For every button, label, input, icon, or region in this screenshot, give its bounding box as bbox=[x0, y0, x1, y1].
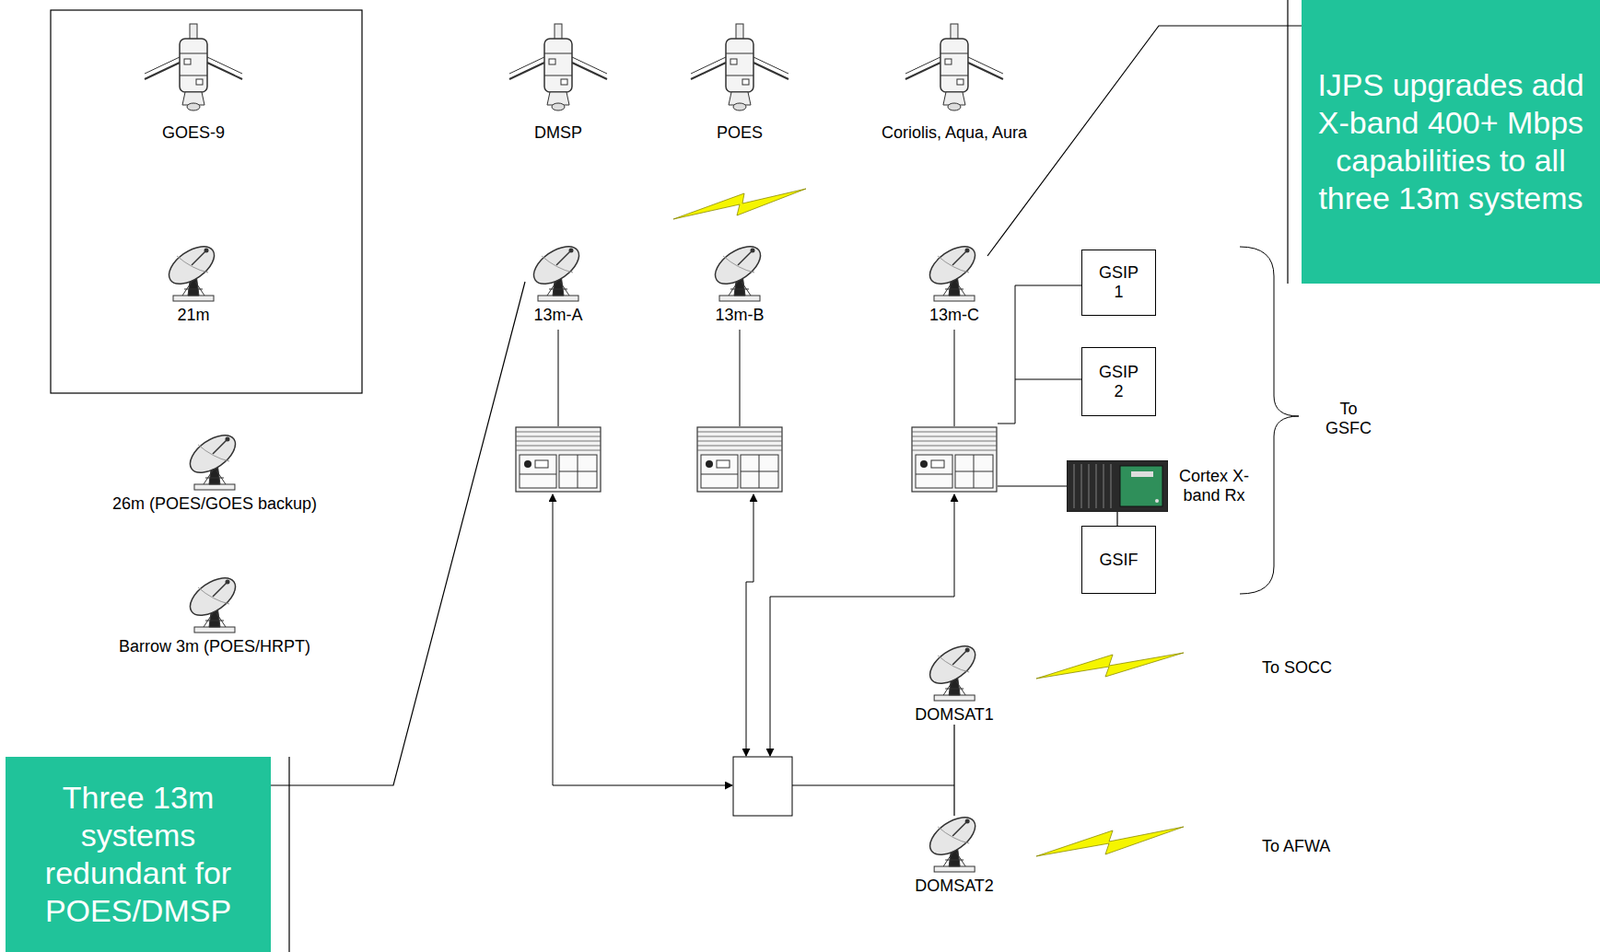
satellite-node: POES bbox=[689, 22, 791, 143]
antenna-icon bbox=[181, 576, 248, 634]
process-box: GSIP 1 bbox=[1081, 249, 1157, 316]
antenna-icon bbox=[160, 245, 227, 303]
node-label: 13m-A bbox=[533, 305, 583, 326]
node-label: POES bbox=[716, 123, 763, 143]
antenna-node: 13m-A bbox=[525, 245, 592, 326]
receiver-node: Cortex X-band Rx bbox=[1066, 460, 1255, 513]
antenna-node: 13m-C bbox=[921, 245, 988, 326]
node-label: GSIF bbox=[1096, 550, 1143, 571]
antenna-icon bbox=[181, 433, 248, 491]
rack-symbol bbox=[515, 427, 997, 492]
antenna-icon bbox=[706, 245, 773, 303]
node-label: GSIP 1 bbox=[1096, 263, 1143, 303]
connector-line bbox=[270, 281, 526, 786]
node-label: Barrow 3m (POES/HRPT) bbox=[118, 637, 311, 657]
satellite-icon bbox=[689, 22, 791, 115]
node-label: Coriolis, Aqua, Aura bbox=[881, 123, 1028, 143]
node-label: IJPS upgrades add X-band 400+ Mbps capab… bbox=[1312, 66, 1589, 218]
group-frame bbox=[50, 10, 363, 394]
wire bbox=[558, 285, 1082, 786]
callout-box: Three 13m systems redundant for POES/DMS… bbox=[5, 757, 271, 952]
process-box: GSIF bbox=[1081, 525, 1157, 595]
receiver-icon bbox=[1066, 460, 1168, 513]
antenna-node: 13m-B bbox=[706, 245, 773, 326]
node-label: DOMSAT1 bbox=[914, 705, 994, 725]
note-label: To GSFC bbox=[1324, 399, 1373, 439]
callout-box: IJPS upgrades add X-band 400+ Mbps capab… bbox=[1301, 0, 1600, 284]
node-label: 13m-B bbox=[714, 305, 764, 326]
note-label: To AFWA bbox=[1261, 837, 1331, 857]
connector-line bbox=[953, 724, 955, 817]
antenna-icon bbox=[921, 816, 988, 874]
arrow-link bbox=[552, 494, 955, 786]
satellite-icon bbox=[507, 22, 609, 115]
antenna-icon bbox=[525, 245, 592, 303]
node-label: 21m bbox=[176, 305, 210, 326]
satellite-node: Coriolis, Aqua, Aura bbox=[881, 22, 1028, 143]
antenna-node: 26m (POES/GOES backup) bbox=[112, 433, 317, 514]
connector-line bbox=[987, 25, 1302, 257]
process-box: GSIP 2 bbox=[1081, 347, 1157, 417]
node-label: GSIP 2 bbox=[1096, 362, 1143, 402]
node-label: GOES-9 bbox=[162, 123, 225, 143]
node-label: DOMSAT2 bbox=[914, 876, 994, 897]
note-label: To SOCC bbox=[1261, 658, 1332, 678]
satellite-icon bbox=[142, 22, 245, 115]
bracket bbox=[1239, 246, 1299, 595]
antenna-node: Barrow 3m (POES/HRPT) bbox=[118, 576, 311, 657]
node-label: Three 13m systems redundant for POES/DMS… bbox=[16, 779, 260, 931]
lightning-bolt bbox=[673, 188, 1184, 857]
node-label: 26m (POES/GOES backup) bbox=[112, 494, 317, 514]
switch-box bbox=[733, 757, 793, 817]
antenna-node: DOMSAT2 bbox=[914, 816, 994, 897]
antenna-node: DOMSAT1 bbox=[914, 644, 994, 725]
node-label: Cortex X-band Rx bbox=[1173, 467, 1255, 506]
satellite-node: DMSP bbox=[507, 22, 609, 143]
antenna-node: 21m bbox=[160, 245, 227, 326]
connector-line bbox=[1116, 512, 1118, 526]
callout-bar bbox=[288, 757, 290, 952]
node-label: DMSP bbox=[534, 123, 583, 143]
antenna-icon bbox=[921, 245, 988, 303]
node-label: 13m-C bbox=[929, 305, 980, 326]
callout-bar bbox=[1286, 0, 1288, 284]
satellite-icon bbox=[903, 22, 1005, 115]
satellite-node: GOES-9 bbox=[142, 22, 245, 143]
antenna-icon bbox=[921, 644, 988, 702]
